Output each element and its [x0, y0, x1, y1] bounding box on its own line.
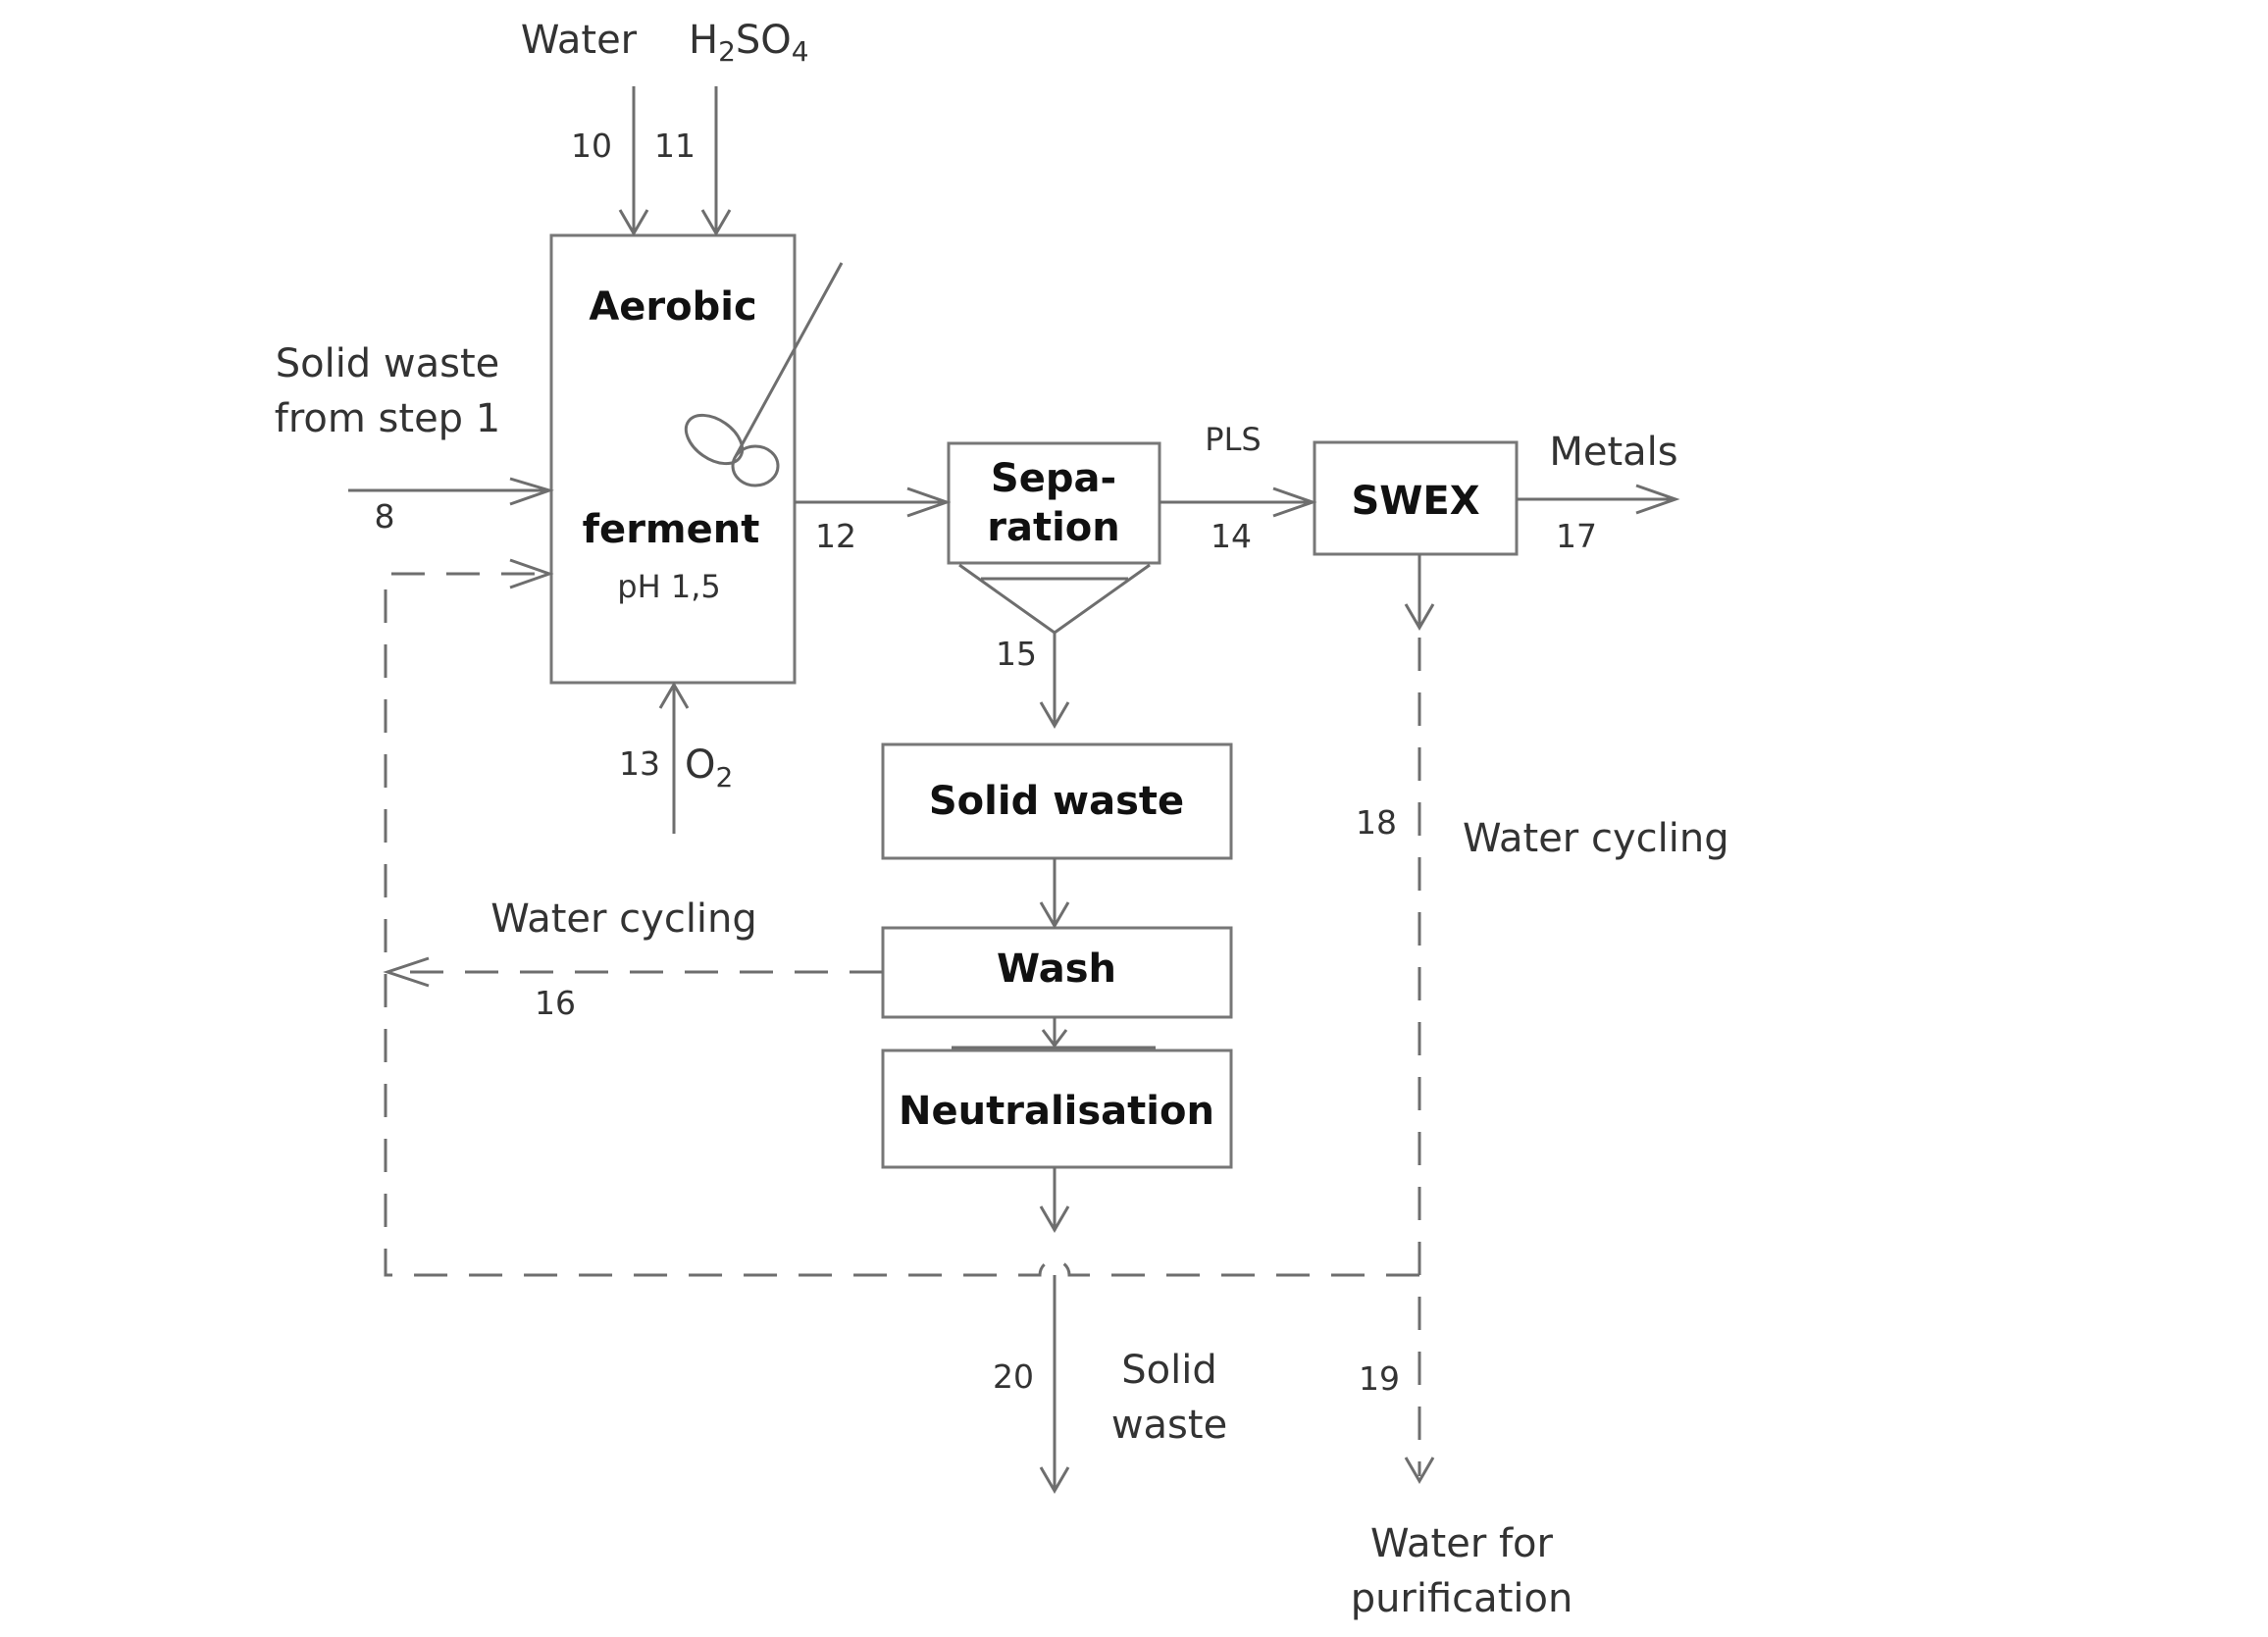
- solid-waste-out-line2: waste: [1111, 1403, 1227, 1448]
- stream-10-number: 10: [571, 127, 612, 165]
- stream-19-number: 19: [1359, 1359, 1400, 1398]
- solid-waste-input-line1: Solid waste: [276, 341, 500, 386]
- water-return-line: [384, 572, 1419, 1277]
- stream-14-number: 14: [1211, 517, 1252, 555]
- stream-16-number: 16: [535, 984, 576, 1022]
- stream-11-number: 11: [654, 127, 696, 165]
- metals-label: Metals: [1549, 430, 1677, 475]
- stream-13-number: 13: [619, 744, 660, 783]
- swex-box: [1313, 440, 1519, 556]
- fermenter-ph: pH 1,5: [617, 568, 720, 605]
- neutralisation-box: [881, 1049, 1233, 1169]
- solid-waste-input-line2: from step 1: [275, 396, 501, 441]
- solid-waste-box-label: Solid waste: [929, 779, 1184, 824]
- stream-12-number: 12: [815, 517, 856, 555]
- stirrer-icon: [684, 262, 844, 487]
- water-purification-line2: purification: [1351, 1576, 1573, 1621]
- fermenter-box: [549, 233, 797, 685]
- pls-label: PLS: [1205, 421, 1261, 458]
- solid-waste-box: [881, 742, 1233, 860]
- stream-8-number: 8: [375, 497, 395, 536]
- oxygen-input-label: O2: [685, 742, 733, 793]
- stream-18-number: 18: [1356, 803, 1397, 842]
- wash-label: Wash: [997, 946, 1116, 992]
- wash-box: [881, 926, 1233, 1019]
- water-input-label: Water: [521, 18, 638, 63]
- separation-label-2: ration: [987, 505, 1120, 550]
- neutralisation-label: Neutralisation: [899, 1089, 1214, 1134]
- separation-label-1: Sepa-: [991, 456, 1116, 501]
- stream-20-number: 20: [993, 1357, 1034, 1396]
- acid-input-label: H2SO4: [689, 18, 809, 68]
- water-purification-line1: Water for: [1370, 1521, 1554, 1566]
- fermenter-subtitle: ferment: [583, 507, 760, 552]
- swex-label: SWEX: [1351, 479, 1479, 524]
- water-cycling-left-label: Water cycling: [490, 896, 757, 942]
- water-cycling-right-label: Water cycling: [1463, 816, 1729, 861]
- solid-waste-out-line1: Solid: [1121, 1348, 1216, 1393]
- separation-funnel: [958, 563, 1151, 635]
- stream-17-number: 17: [1556, 517, 1597, 555]
- separation-box: [947, 441, 1161, 565]
- fermenter-title: Aerobic: [589, 284, 756, 330]
- stream-15-number: 15: [996, 635, 1037, 673]
